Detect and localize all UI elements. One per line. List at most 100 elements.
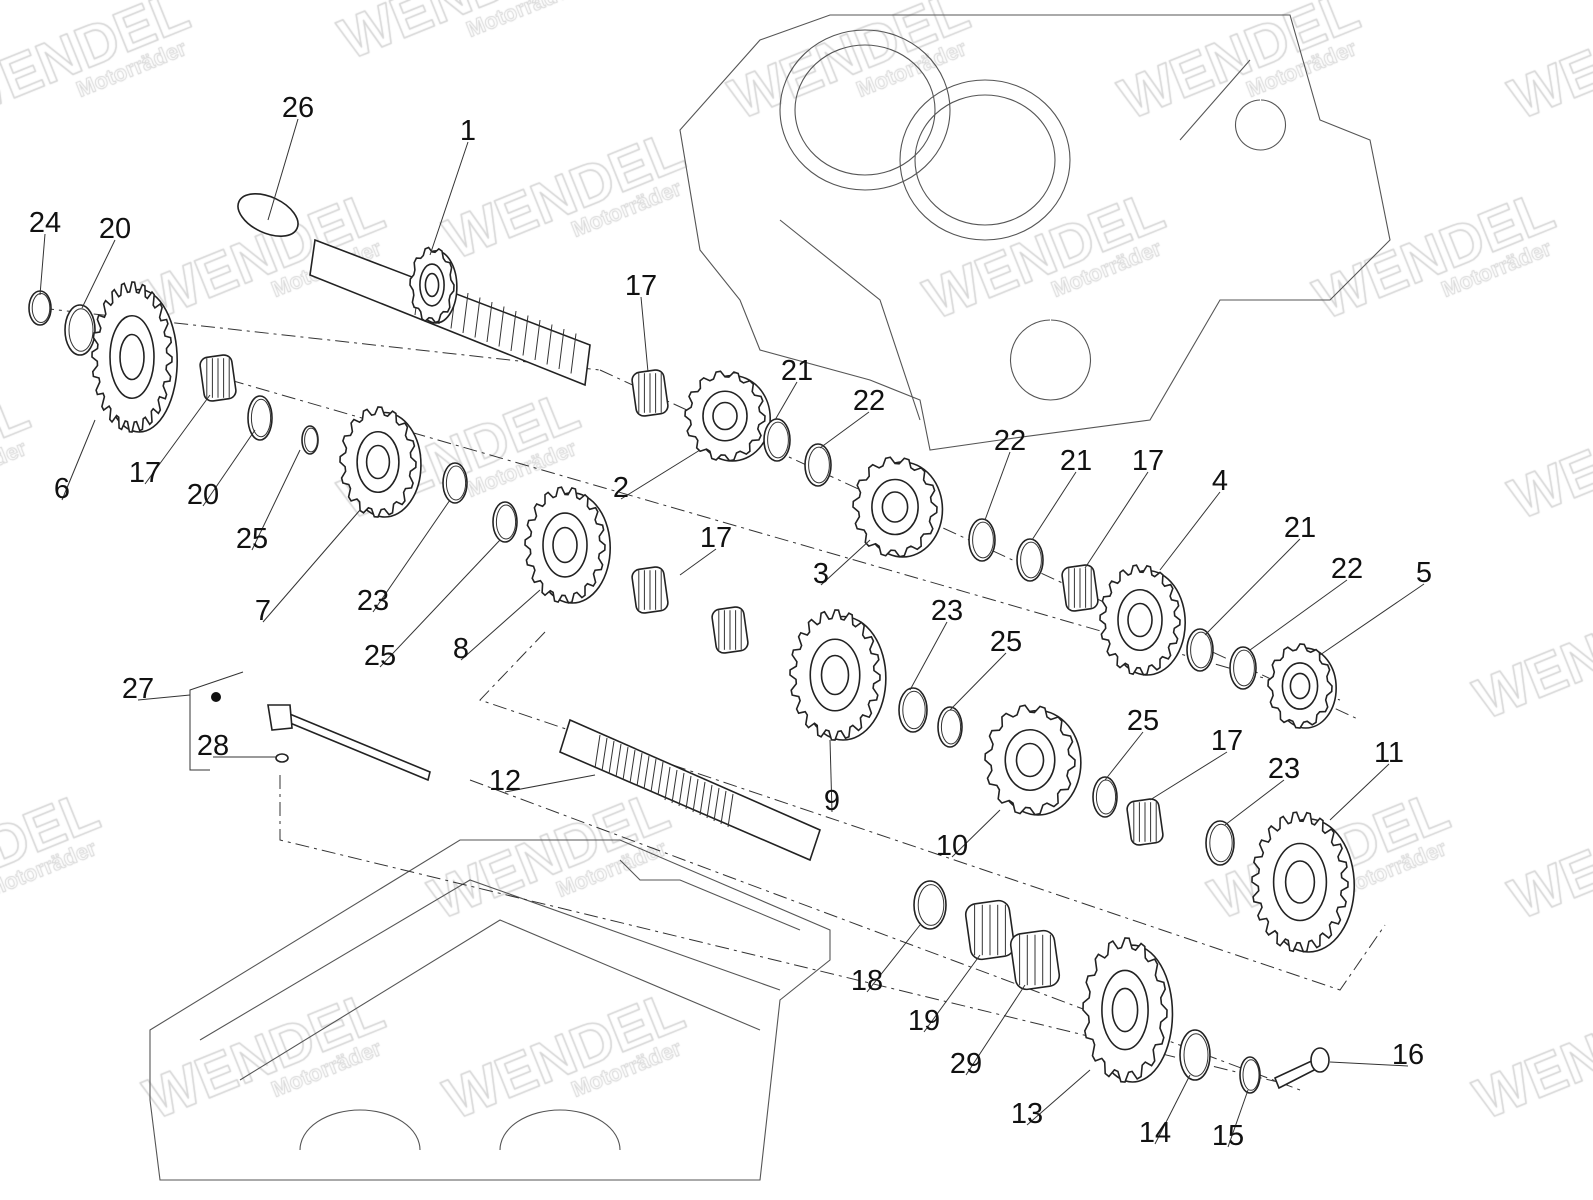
- washer-23b-inner: [902, 690, 926, 730]
- cylinder-bore: [794, 44, 936, 176]
- callout-label: 14: [1139, 1117, 1171, 1149]
- leader-line: [144, 394, 211, 485]
- shaft-spline: [664, 766, 671, 801]
- leader-line: [774, 381, 798, 421]
- washer-22b-inner: [972, 521, 994, 559]
- gear-8-bore: [552, 526, 578, 564]
- lower-crankcase: [149, 839, 831, 1181]
- leader-line: [965, 984, 1026, 1076]
- callout-label: 12: [489, 765, 521, 797]
- callout-label: 20: [187, 479, 219, 511]
- shaft-spline: [636, 752, 643, 787]
- shaft-spline: [474, 297, 481, 338]
- callout-label: 15: [1212, 1120, 1244, 1152]
- callout-label: 19: [908, 1005, 940, 1037]
- leader-line: [1319, 583, 1425, 656]
- leader-line: [984, 451, 1011, 521]
- callout-label: 6: [54, 473, 70, 505]
- washer-21-inner: [767, 421, 789, 459]
- callout-label: 23: [931, 595, 963, 627]
- gear-6-bore: [119, 333, 145, 381]
- circlip-25d-inner: [1095, 779, 1117, 815]
- shaft-spline: [534, 319, 541, 361]
- washer-20: [64, 304, 96, 356]
- callout-label: 2: [613, 472, 629, 504]
- callout-label: 18: [851, 965, 883, 997]
- shaft-spline: [462, 292, 469, 334]
- shaft-spline: [522, 315, 529, 356]
- washer-22: [804, 443, 832, 487]
- shaft-gear-bore: [424, 272, 440, 298]
- shaft-spline: [650, 758, 657, 793]
- callout-label: 9: [824, 785, 840, 817]
- gear-9-bore: [820, 654, 850, 696]
- washer-22c: [1229, 646, 1257, 690]
- oring-28: [275, 753, 289, 763]
- leader-line: [866, 924, 921, 993]
- callout-label: 17: [700, 522, 732, 554]
- shaft-spline: [594, 734, 601, 769]
- output-shaft-12: [559, 718, 821, 862]
- shaft-spline: [727, 793, 734, 828]
- gear-11-bore: [1284, 860, 1316, 904]
- shaft-spline: [706, 784, 713, 819]
- shaft-spline: [699, 781, 706, 816]
- washer-23b: [898, 687, 928, 733]
- shaft-spline: [643, 755, 650, 790]
- callout-label: 17: [1132, 445, 1164, 477]
- shaft-spline: [685, 775, 692, 810]
- leader-line: [1249, 579, 1348, 651]
- leader-line: [202, 429, 256, 507]
- washer-23-inner: [445, 465, 467, 501]
- lower-crankcase-detail: [199, 859, 801, 1151]
- gear-7-bore: [365, 444, 391, 480]
- callout-label: 8: [453, 633, 469, 665]
- cylinder-gasket: [899, 79, 1071, 241]
- rod-end: [267, 704, 293, 731]
- washer-15-inner: [1242, 1059, 1260, 1091]
- leader-line: [909, 621, 948, 691]
- washer-21: [763, 418, 791, 462]
- leader-line: [1224, 779, 1285, 826]
- leader-line: [1104, 731, 1144, 781]
- cylinder-bore: [914, 94, 1056, 226]
- leader-line: [1149, 751, 1228, 801]
- callout-label: 25: [236, 523, 268, 555]
- callout-label: 16: [1392, 1039, 1424, 1071]
- leader-line: [1031, 471, 1077, 541]
- leader-line: [620, 449, 701, 500]
- shaft-spline: [601, 737, 608, 772]
- leader-line: [39, 233, 46, 296]
- sprocket-13-bore: [1111, 987, 1139, 1033]
- callout-label: 25: [990, 626, 1022, 658]
- leader-line: [504, 774, 596, 793]
- upper-crankcase: [679, 14, 1391, 451]
- callout-label: 22: [853, 385, 885, 417]
- callout-label: 22: [994, 425, 1026, 457]
- washer-21c: [1186, 628, 1214, 672]
- callout-label: 17: [625, 270, 657, 302]
- callout-label: 23: [1268, 753, 1300, 785]
- washer-22c-inner: [1233, 649, 1255, 687]
- leader-line: [1084, 471, 1149, 569]
- leader-line: [1329, 1061, 1409, 1067]
- callout-label: 1: [460, 115, 476, 147]
- shaft-spline: [678, 772, 685, 807]
- leader-line: [429, 141, 469, 256]
- shaft-spline: [570, 333, 577, 374]
- callout-label: 11: [1374, 737, 1404, 769]
- callout-label: 21: [1060, 445, 1092, 477]
- shaft-spline: [692, 778, 699, 813]
- leader-line: [137, 694, 191, 701]
- leader-line: [262, 509, 361, 623]
- leader-line: [61, 419, 96, 501]
- group-bracket-27: [189, 671, 244, 771]
- leader-line: [923, 954, 981, 1033]
- callout-label: 23: [357, 585, 389, 617]
- callout-label: 28: [197, 730, 229, 762]
- leader-line: [640, 296, 649, 373]
- shaft-spline: [671, 769, 678, 804]
- shaft-spline: [510, 310, 517, 352]
